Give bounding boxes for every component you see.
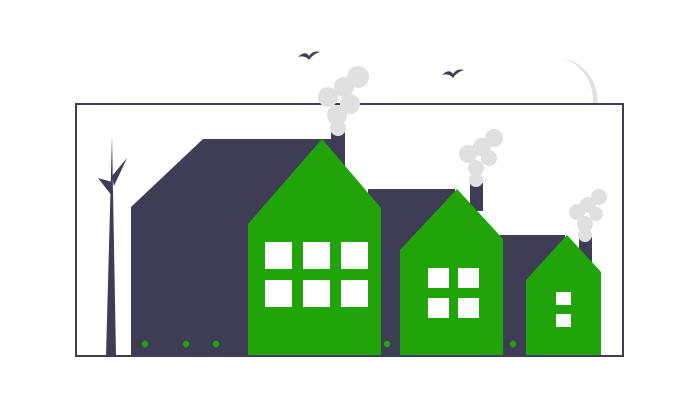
smoke-cloud bbox=[318, 66, 369, 136]
house-window-grid bbox=[428, 268, 479, 318]
chimney bbox=[470, 183, 483, 211]
house-window-grid bbox=[265, 242, 368, 307]
bird-icon bbox=[298, 51, 320, 60]
bird-icon bbox=[442, 69, 464, 78]
sprout-icon bbox=[383, 340, 395, 356]
smoke-cloud bbox=[459, 129, 503, 187]
sprout-icon bbox=[212, 340, 224, 356]
house-window-grid bbox=[556, 292, 571, 327]
bare-tree-icon bbox=[98, 136, 127, 356]
sprout-icon bbox=[182, 340, 194, 356]
smoke-cloud bbox=[569, 189, 607, 242]
bare-tree-icon bbox=[158, 188, 180, 356]
sprout-icon bbox=[509, 340, 521, 356]
sprout-icon bbox=[141, 340, 153, 356]
